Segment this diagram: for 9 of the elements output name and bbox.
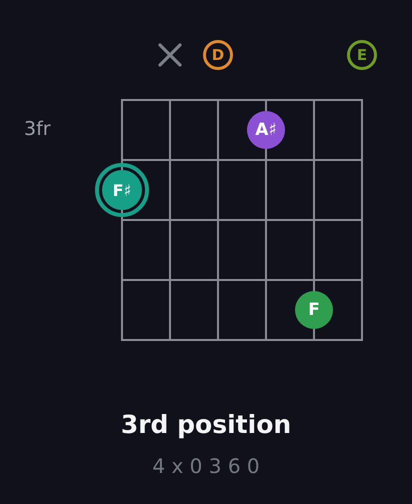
- fret-number: 3fr: [24, 118, 51, 140]
- chord-title: 3rd position: [120, 410, 292, 439]
- fingering-caption: 4 x 0 3 6 0: [152, 454, 260, 478]
- open-string-marker: D: [203, 40, 233, 70]
- root-note-dot: F♯: [95, 163, 149, 217]
- note-dot: F: [295, 291, 333, 329]
- note-dot: A♯: [247, 111, 285, 149]
- open-string-marker: E: [347, 40, 377, 70]
- mute-cross-icon: [158, 43, 182, 67]
